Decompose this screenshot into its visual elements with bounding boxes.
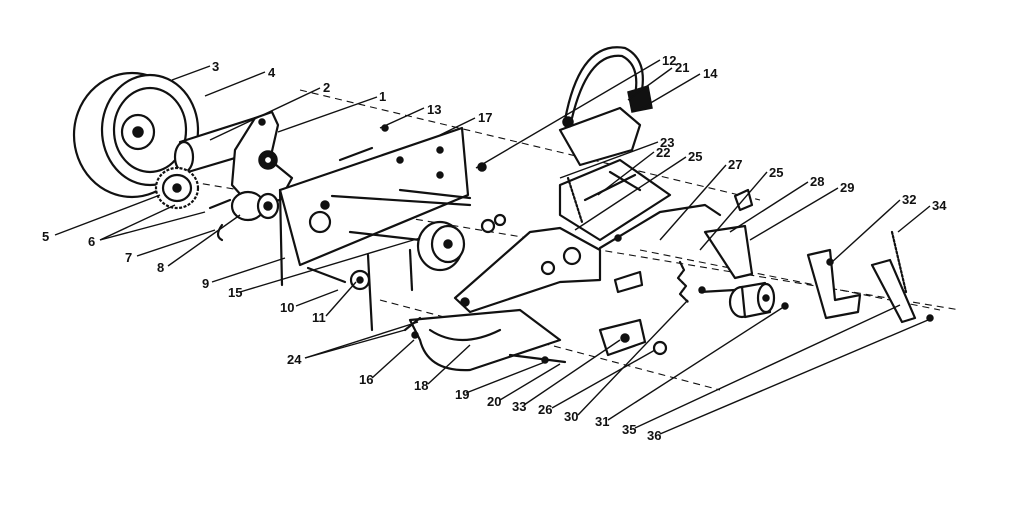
callout-24: 24 — [287, 352, 302, 367]
callout-33: 33 — [512, 399, 526, 414]
callout-36: 36 — [647, 428, 661, 443]
motor-bail — [558, 46, 653, 167]
callout-9: 9 — [202, 276, 209, 291]
pin — [613, 270, 644, 294]
callout-11: 11 — [312, 310, 326, 325]
block — [598, 318, 668, 357]
cylinder — [698, 281, 789, 319]
callout-2: 2 — [323, 80, 330, 95]
callout-26: 26 — [538, 402, 552, 417]
main-frame-plate — [278, 126, 470, 287]
spring — [676, 260, 690, 304]
callout-27: 27 — [728, 157, 742, 172]
callout-15: 15 — [228, 285, 242, 300]
leader-lines — [54, 59, 931, 435]
spring-assembly — [558, 158, 672, 242]
callout-34: 34 — [932, 198, 947, 213]
callout-29: 29 — [840, 180, 854, 195]
callout-21: 21 — [675, 60, 689, 75]
lever-arm — [453, 203, 722, 314]
hub-bushing — [208, 190, 280, 242]
callout-35: 35 — [622, 422, 636, 437]
callout-22: 22 — [656, 145, 670, 160]
skid-shoe — [403, 308, 567, 372]
callout-6: 6 — [88, 234, 95, 249]
callout-8: 8 — [157, 260, 164, 275]
callout-12: 12 — [662, 53, 676, 68]
callout-32: 32 — [902, 192, 916, 207]
callout-23: 23 — [660, 135, 674, 150]
callout-14: 14 — [703, 66, 718, 81]
washer — [349, 269, 371, 291]
callout-18: 18 — [414, 378, 428, 393]
rods — [306, 124, 487, 284]
callout-25-right: 25 — [769, 165, 783, 180]
callout-17: 17 — [478, 110, 492, 125]
small-gear — [154, 166, 200, 210]
callout-19: 19 — [455, 387, 469, 402]
callout-7: 7 — [125, 250, 132, 265]
callout-10: 10 — [280, 300, 294, 315]
angled-plate — [703, 224, 754, 280]
callout-5: 5 — [42, 229, 49, 244]
callout-3: 3 — [212, 59, 219, 74]
callout-16: 16 — [359, 372, 373, 387]
lower-bracket — [366, 248, 414, 332]
pulley — [416, 213, 507, 272]
callout-30: 30 — [564, 409, 578, 424]
callouts: 3 4 2 1 13 17 12 21 14 23 22 25 27 25 28… — [42, 53, 947, 443]
callout-13: 13 — [427, 102, 441, 117]
callout-28: 28 — [810, 174, 824, 189]
right-bracket-b — [870, 230, 934, 324]
callout-25-upper: 25 — [688, 149, 702, 164]
callout-31: 31 — [595, 414, 609, 429]
callout-1: 1 — [379, 89, 386, 104]
callout-20: 20 — [487, 394, 501, 409]
callout-4: 4 — [268, 65, 276, 80]
